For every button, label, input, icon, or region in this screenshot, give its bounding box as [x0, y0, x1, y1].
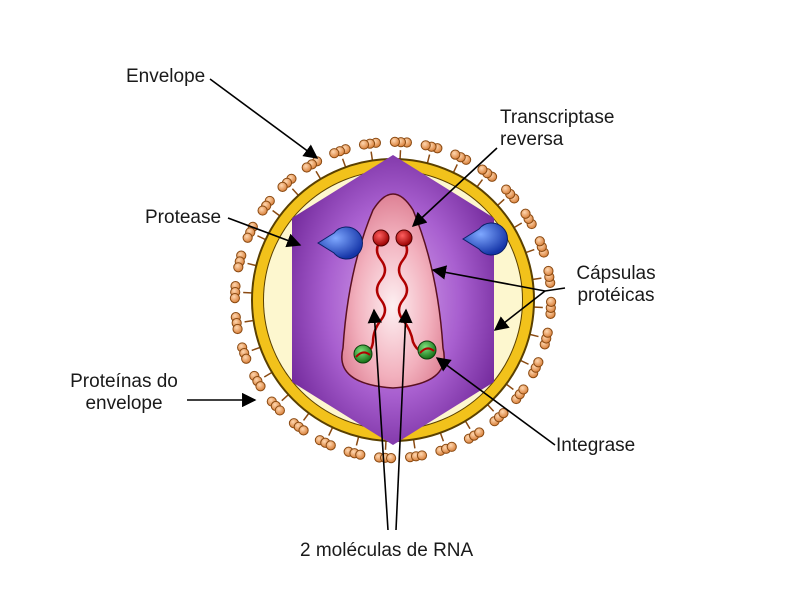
envelope-spike — [288, 411, 311, 436]
arrow-rna-a — [367, 308, 389, 531]
envelope-spike — [242, 221, 267, 243]
envelope-spike — [237, 342, 262, 364]
envelope-spike — [463, 419, 485, 444]
arrow-capsula-b — [493, 290, 546, 331]
label-proteinas-line2: envelope — [85, 393, 163, 414]
label-envelope: Envelope — [126, 66, 206, 87]
envelope-spike — [343, 435, 366, 460]
envelope-spike — [249, 370, 274, 392]
envelope-spike — [233, 250, 258, 273]
envelope-spike — [496, 184, 520, 207]
envelope-spike — [528, 327, 553, 350]
protease-left — [317, 226, 363, 260]
envelope-spike — [405, 438, 428, 463]
envelope-spike — [358, 137, 381, 162]
arrow-capsula-a — [431, 265, 546, 292]
label-rna: 2 moléculas de RNA — [300, 540, 474, 561]
label-integrase: Integrase — [556, 435, 636, 456]
envelope-spike — [301, 156, 323, 181]
envelope-spike — [389, 136, 412, 161]
arrow-rna-b — [395, 308, 413, 531]
envelope-spike — [504, 382, 529, 405]
envelope-spike — [230, 312, 255, 335]
envelope-spike — [519, 357, 544, 379]
envelope-spike — [524, 236, 549, 258]
integrase-left — [353, 344, 373, 364]
label-transcriptase-line1: Transcriptase — [500, 107, 615, 128]
envelope-spike — [512, 208, 537, 230]
label-capsulas-line2: protéicas — [577, 285, 655, 306]
envelope-spike — [374, 439, 397, 464]
label-capsulas: Cápsulas protéicas — [568, 263, 664, 307]
envelope-spike — [475, 164, 498, 189]
envelope-spike — [532, 296, 557, 319]
label-proteinas-line1: Proteínas do — [70, 371, 178, 392]
arrow-envelope — [209, 78, 319, 159]
leader-lines — [187, 78, 566, 531]
rna-strand-right — [397, 239, 432, 353]
arrow-transcriptase — [411, 147, 498, 227]
rna-strand-left — [358, 239, 387, 355]
capsid-core — [341, 193, 445, 389]
envelope-spike — [229, 281, 254, 304]
envelope-spike — [435, 431, 457, 456]
protease-right — [462, 222, 508, 256]
label-protease: Protease — [145, 207, 222, 228]
envelope-spike — [277, 173, 300, 197]
envelope-spike — [531, 265, 556, 288]
label-proteinas: Proteínas do envelope — [64, 371, 184, 415]
envelope-spike — [420, 140, 443, 165]
transcriptase-left — [372, 229, 390, 247]
arrow-protease — [227, 217, 302, 248]
envelope-spike — [266, 393, 290, 416]
envelope-spike — [314, 426, 336, 451]
envelope-spike — [257, 195, 282, 218]
integrase-right — [417, 340, 437, 360]
label-capsulas-line1: Cápsulas — [576, 263, 656, 284]
arrow-capsula-a-line — [544, 287, 566, 292]
label-transcriptase: Transcriptase reversa — [500, 107, 614, 151]
envelope-spike — [486, 403, 509, 427]
envelope-spike — [450, 149, 472, 174]
label-transcriptase-line2: reversa — [500, 129, 564, 150]
transcriptase-right — [395, 229, 413, 247]
arrow-integrase — [435, 357, 556, 446]
envelope-spike — [329, 144, 351, 169]
envelope-protein-spikes — [229, 136, 557, 464]
